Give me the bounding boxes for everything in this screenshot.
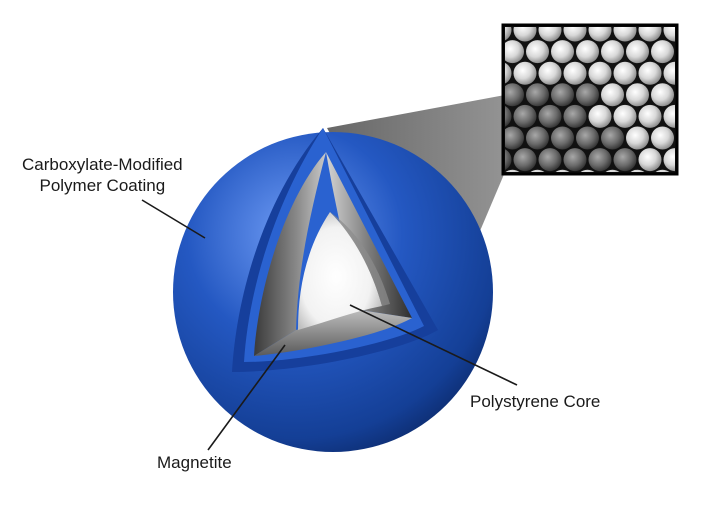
leader-line-coating	[141, 199, 206, 239]
sem-particle	[601, 126, 624, 150]
sem-particle	[588, 148, 612, 172]
sem-particle	[638, 148, 662, 172]
core-edge-shadow	[330, 212, 390, 306]
sem-particle	[638, 61, 662, 85]
sem-particle	[576, 126, 599, 150]
sem-particle	[505, 126, 524, 150]
sem-particle	[505, 169, 520, 172]
sem-particle	[538, 104, 562, 128]
sem-particle	[613, 27, 637, 42]
sem-particle	[505, 149, 512, 170]
sem-particle	[613, 61, 637, 85]
sem-particle	[555, 169, 570, 172]
polystyrene-core	[298, 212, 382, 330]
sem-particle	[588, 104, 612, 128]
sem-particle	[626, 126, 649, 150]
label-magnetite: Magnetite	[157, 453, 232, 472]
sem-particle	[676, 40, 699, 63]
sem-particle	[638, 104, 662, 128]
sem-particle	[551, 40, 574, 64]
sem-particle	[651, 40, 674, 64]
sem-particle	[505, 106, 512, 127]
sem-particle	[689, 148, 708, 171]
sem-particle	[526, 40, 549, 64]
sem-particle	[676, 83, 699, 106]
magnetite-right-face	[326, 152, 412, 318]
sem-particle	[526, 83, 549, 107]
sem-particle	[588, 61, 612, 85]
sem-particle	[563, 61, 587, 85]
sem-particle	[551, 126, 574, 150]
sem-particle	[626, 40, 649, 64]
sem-particle	[526, 126, 549, 150]
sem-particle	[551, 83, 574, 107]
sem-particle	[601, 83, 624, 107]
sem-particle	[651, 83, 674, 107]
sem-particle	[655, 169, 670, 172]
magnetite-left-face	[254, 152, 326, 356]
sem-particle	[530, 169, 545, 172]
label-polymer-coating: Carboxylate-Modified Polymer Coating	[22, 154, 183, 196]
sem-particle	[513, 104, 537, 128]
sem-particle	[580, 169, 595, 172]
sem-particle	[601, 40, 624, 64]
sem-particle	[663, 61, 675, 85]
sem-particle	[505, 27, 512, 41]
sem-particle	[513, 61, 537, 85]
sem-particle	[676, 170, 699, 193]
sem-particle	[613, 148, 637, 172]
sem-particle	[626, 83, 649, 107]
sem-particle	[689, 105, 708, 128]
sem-inset-border	[501, 23, 679, 176]
sem-particle	[538, 61, 562, 85]
sem-particle	[651, 126, 674, 150]
sem-particle	[663, 148, 675, 172]
sem-particle	[576, 83, 599, 107]
sem-particle	[613, 104, 637, 128]
sem-particle	[538, 27, 562, 42]
sem-particle	[701, 170, 708, 193]
sem-particle	[689, 19, 708, 42]
sem-particle	[701, 40, 708, 63]
sem-particle	[588, 27, 612, 42]
sem-particle	[663, 27, 675, 42]
leader-line-core	[349, 304, 518, 386]
sem-particle	[630, 169, 645, 172]
leader-line-magnetite	[207, 344, 286, 451]
sem-particle	[513, 27, 537, 42]
sem-particle	[605, 169, 620, 172]
sem-particle	[701, 83, 708, 106]
sem-particle	[505, 83, 524, 107]
sem-particle	[689, 62, 708, 85]
sem-particle	[663, 104, 675, 128]
sem-micrograph	[505, 19, 708, 193]
magnetite-bottom-face	[254, 310, 412, 356]
sem-particle	[576, 40, 599, 64]
sem-particle	[538, 148, 562, 172]
sem-particle	[505, 40, 524, 64]
sem-particle	[563, 104, 587, 128]
label-polystyrene-core: Polystyrene Core	[470, 392, 601, 411]
label-coating-line1: Carboxylate-Modified	[22, 155, 183, 174]
sem-particle	[638, 27, 662, 42]
sem-particle	[676, 127, 699, 150]
sem-particle	[513, 148, 537, 172]
label-coating-line2: Polymer Coating	[39, 176, 166, 195]
sem-particle	[563, 148, 587, 172]
sem-particle	[701, 127, 708, 150]
sem-particle	[563, 27, 587, 42]
sem-particle	[505, 62, 512, 84]
